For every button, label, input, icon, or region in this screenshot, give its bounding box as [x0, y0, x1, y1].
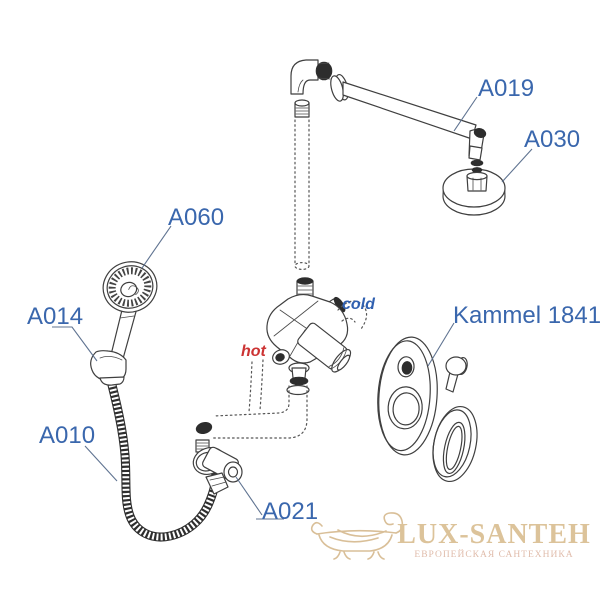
hot-supply-dotted-pipe — [248, 359, 264, 413]
leader-lines — [52, 96, 533, 520]
outlet-dotted-pipe — [195, 385, 308, 439]
label-a030: A030 — [524, 126, 580, 153]
annotation-hot: hot — [241, 343, 267, 360]
watermark-brand: LUX-SANTEH — [397, 519, 591, 550]
label-a014: A014 — [27, 303, 83, 330]
cold-supply-dotted-pipe — [337, 300, 368, 330]
watermark-tagline: ЕВРОПЕЙСКАЯ САНТЕХНИКА — [414, 548, 573, 560]
label-a010: A010 — [39, 422, 95, 449]
wall-bracket — [90, 350, 127, 386]
trim-plate — [377, 336, 438, 456]
wall-outlet-elbow — [192, 439, 243, 495]
label-a021: A021 — [262, 498, 318, 525]
shower-arm — [330, 73, 487, 161]
hand-shower — [102, 261, 158, 367]
label-kammel: Kammel 1841 — [453, 302, 600, 329]
watermark: LUX-SANTEH ЕВРОПЕЙСКАЯ САНТЕХНИКА — [310, 512, 591, 560]
diverter-plate — [432, 405, 478, 483]
mixer-valve — [266, 277, 352, 396]
bathtub-logo-icon — [310, 512, 404, 560]
riser-elbow-fitting — [290, 59, 333, 95]
label-a060: A060 — [168, 204, 224, 231]
annotation-cold: cold — [342, 296, 376, 313]
rain-shower-head — [442, 159, 506, 216]
riser-pipe — [294, 99, 310, 271]
label-a019: A019 — [478, 75, 534, 102]
valve-handle — [445, 356, 468, 393]
shower-hose — [106, 376, 220, 542]
